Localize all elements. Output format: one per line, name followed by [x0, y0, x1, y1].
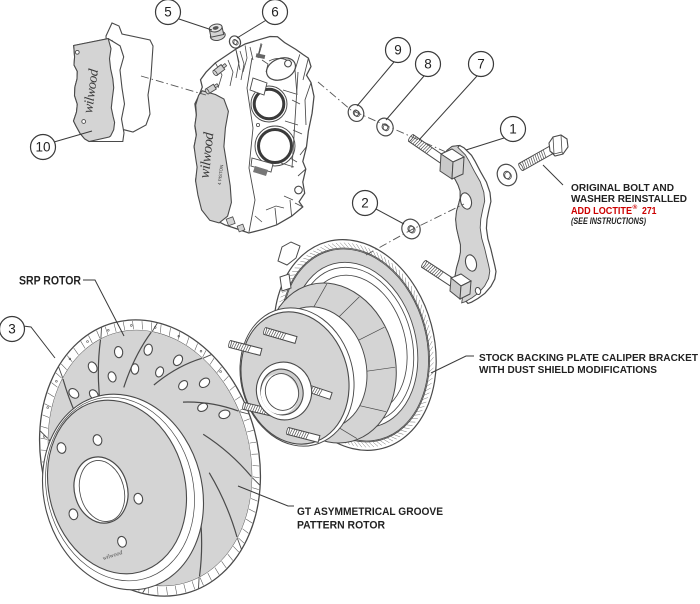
svg-text:STOCK BACKING PLATE CALIPER BR: STOCK BACKING PLATE CALIPER BRACKET [479, 352, 699, 364]
svg-text:2: 2 [361, 196, 369, 211]
svg-text:WITH DUST SHIELD MODIFICATIONS: WITH DUST SHIELD MODIFICATIONS [479, 364, 657, 376]
svg-text:wilwood: wilwood [197, 131, 218, 179]
svg-text:5: 5 [164, 5, 172, 20]
svg-text:WASHER REINSTALLED: WASHER REINSTALLED [571, 193, 687, 205]
svg-text:4 PISTON: 4 PISTON [217, 164, 224, 185]
svg-text:(SEE INSTRUCTIONS): (SEE INSTRUCTIONS) [571, 216, 646, 226]
svg-text:9: 9 [394, 43, 402, 58]
svg-text:10: 10 [35, 140, 50, 155]
svg-text:ORIGINAL BOLT AND: ORIGINAL BOLT AND [571, 182, 674, 194]
svg-text:3: 3 [8, 322, 16, 337]
svg-text:6: 6 [271, 5, 279, 20]
svg-text:ADD LOCTITE: ADD LOCTITE [571, 205, 632, 217]
svg-text:wilwood: wilwood [81, 67, 102, 114]
svg-text:8: 8 [424, 57, 432, 72]
svg-text:1: 1 [509, 122, 517, 137]
svg-text:PATTERN ROTOR: PATTERN ROTOR [297, 520, 385, 532]
svg-text:7: 7 [477, 57, 485, 72]
svg-text:®: ® [633, 203, 638, 211]
svg-text:271: 271 [642, 205, 657, 217]
svg-text:GT ASYMMETRICAL GROOVE: GT ASYMMETRICAL GROOVE [297, 506, 443, 518]
svg-text:SRP ROTOR: SRP ROTOR [19, 274, 81, 288]
